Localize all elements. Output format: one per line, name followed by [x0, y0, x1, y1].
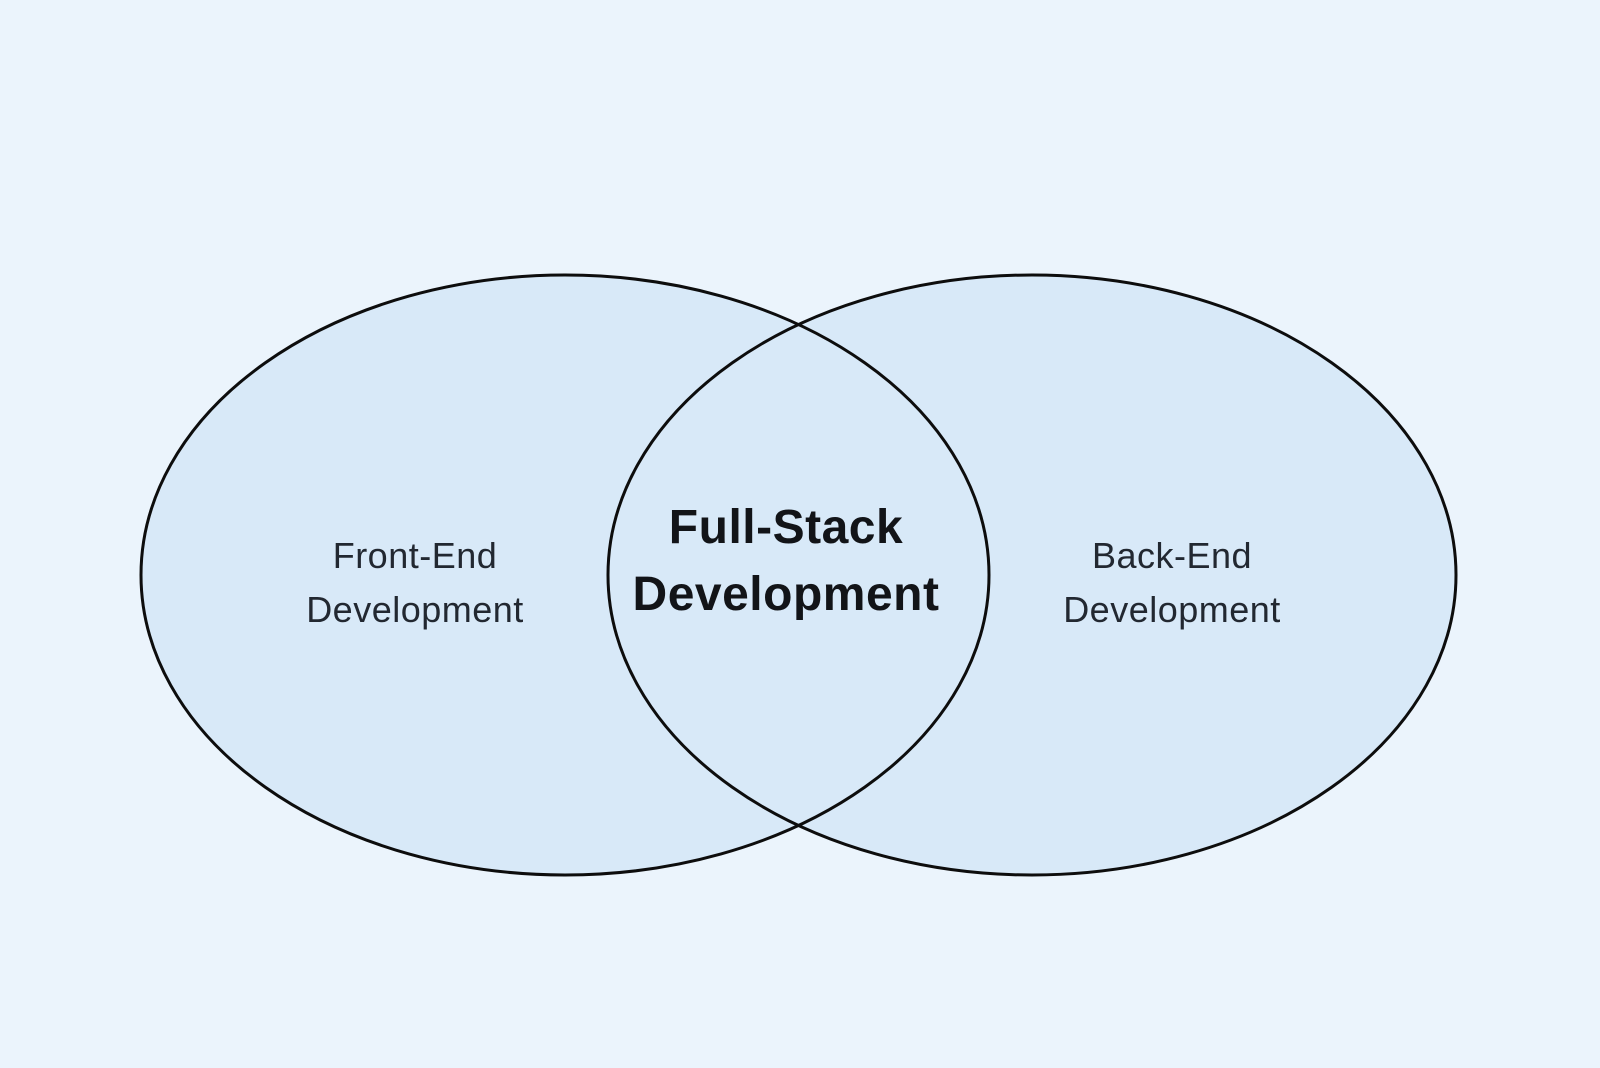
left-set-label-line1: Front-End	[332, 535, 498, 576]
intersection-label-line1: Full-Stack	[668, 501, 904, 554]
right-set-label-line2: Development	[1063, 589, 1281, 630]
left-circle-outline	[139, 273, 991, 877]
right-set-label-line1: Back-End	[1091, 535, 1253, 576]
intersection-label: Full-Stack Development	[633, 494, 940, 628]
right-circle-fill	[608, 275, 1456, 875]
right-circle-outline	[606, 273, 1458, 877]
intersection-label-line2: Development	[632, 568, 940, 621]
right-set-label: Back-End Development	[1063, 529, 1281, 637]
left-set-label-line2: Development	[306, 589, 524, 630]
left-set-label: Front-End Development	[306, 529, 524, 637]
